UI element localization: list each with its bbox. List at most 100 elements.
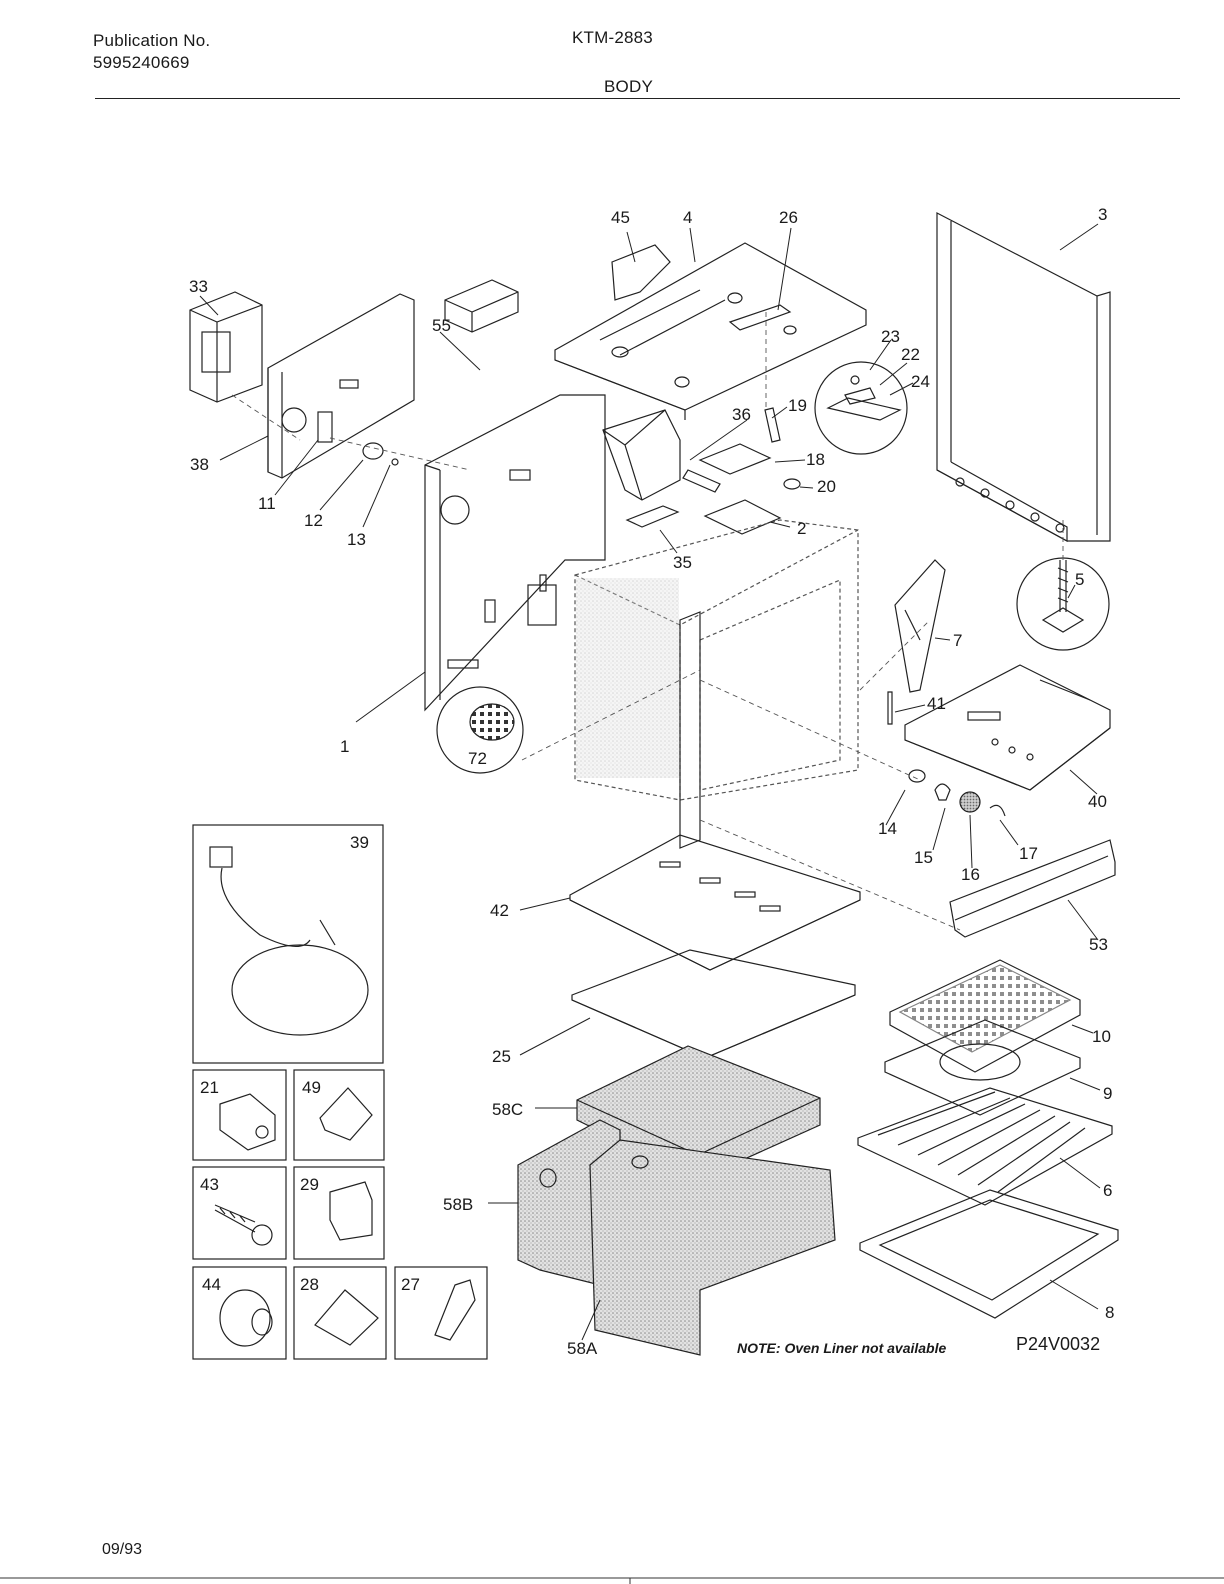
part-12-13 xyxy=(362,442,399,466)
callout-13: 13 xyxy=(347,530,366,549)
callout-20: 20 xyxy=(817,477,836,496)
part-7 xyxy=(894,559,946,693)
part-35 xyxy=(625,505,680,528)
part-lamp-assembly xyxy=(908,769,1006,817)
callout-15: 15 xyxy=(914,848,933,867)
part-21 xyxy=(219,1093,276,1151)
callout-9: 9 xyxy=(1103,1084,1112,1103)
model-number: KTM-2883 xyxy=(572,28,653,47)
callout-40: 40 xyxy=(1088,792,1107,811)
part-27 xyxy=(434,1279,476,1341)
dashed-connections xyxy=(231,312,1064,931)
callout-33: 33 xyxy=(189,277,208,296)
part-41 xyxy=(887,691,893,725)
callout-38: 38 xyxy=(190,455,209,474)
part-29 xyxy=(329,1181,373,1241)
part-back-panel xyxy=(267,293,415,479)
part-top-panel xyxy=(554,242,867,420)
callout-6: 6 xyxy=(1103,1181,1112,1200)
part-box-43 xyxy=(192,1166,287,1260)
callout-58c: 58C xyxy=(492,1100,523,1119)
callout-43: 43 xyxy=(200,1175,219,1194)
callout-18: 18 xyxy=(806,450,825,469)
callout-16: 16 xyxy=(961,865,980,884)
callout-26: 26 xyxy=(779,208,798,227)
part-box-29 xyxy=(293,1166,385,1260)
callout-3: 3 xyxy=(1098,205,1107,224)
callout-72: 72 xyxy=(468,749,487,768)
part-control-panel xyxy=(424,394,606,712)
part-switches xyxy=(682,407,801,535)
part-42 xyxy=(569,834,861,971)
callout-7: 7 xyxy=(953,631,962,650)
callout-10: 10 xyxy=(1092,1027,1111,1046)
part-9 xyxy=(884,1019,1081,1116)
part-box-39 xyxy=(192,824,384,1064)
part-28 xyxy=(314,1289,379,1346)
callout-45: 45 xyxy=(611,208,630,227)
callout-17: 17 xyxy=(1019,844,1038,863)
callout-19: 19 xyxy=(788,396,807,415)
callout-labels: 33 55 45 4 26 3 23 22 24 19 36 18 20 2 3… xyxy=(189,205,1114,1358)
part-72-detail xyxy=(436,686,524,774)
callout-23: 23 xyxy=(881,327,900,346)
part-cord-39 xyxy=(209,846,369,1036)
callout-27: 27 xyxy=(401,1275,420,1294)
callout-29: 29 xyxy=(300,1175,319,1194)
callout-49: 49 xyxy=(302,1078,321,1097)
callout-35: 35 xyxy=(673,553,692,572)
callout-24: 24 xyxy=(911,372,930,391)
part-10 xyxy=(889,959,1081,1073)
callout-22: 22 xyxy=(901,345,920,364)
part-40 xyxy=(904,664,1111,791)
callout-12: 12 xyxy=(304,511,323,530)
part-side-panel xyxy=(936,212,1111,543)
part-49 xyxy=(319,1087,373,1141)
callout-8: 8 xyxy=(1105,1303,1114,1322)
callout-25: 25 xyxy=(492,1047,511,1066)
leader-lines xyxy=(199,223,1101,1341)
part-25 xyxy=(571,949,856,1059)
drawing-code: P24V0032 xyxy=(1016,1334,1100,1354)
part-insulation-58a xyxy=(589,1139,836,1356)
callout-1: 1 xyxy=(340,737,349,756)
publication-number: 5995240669 xyxy=(93,53,190,72)
publication-label: Publication No. xyxy=(93,31,211,50)
callout-5: 5 xyxy=(1075,570,1084,589)
part-box-44 xyxy=(192,1266,287,1360)
part-thermostat-detail xyxy=(814,361,908,455)
part-6 xyxy=(857,1087,1113,1206)
header-rule xyxy=(95,98,1180,99)
callout-42: 42 xyxy=(490,901,509,920)
part-bracket-box xyxy=(189,291,263,403)
part-53 xyxy=(949,839,1116,938)
part-duct xyxy=(602,409,681,501)
part-box-49 xyxy=(293,1069,385,1161)
callout-55: 55 xyxy=(432,316,451,335)
callout-2: 2 xyxy=(797,519,806,538)
callout-58b: 58B xyxy=(443,1195,473,1214)
section-title: BODY xyxy=(604,77,653,96)
part-45 xyxy=(611,244,671,301)
callout-36: 36 xyxy=(732,405,751,424)
callout-39: 39 xyxy=(350,833,369,852)
part-front-frame xyxy=(679,611,701,849)
callout-11: 11 xyxy=(258,494,276,513)
callout-14: 14 xyxy=(878,819,897,838)
callout-4: 4 xyxy=(683,208,692,227)
part-leveler-detail xyxy=(1016,557,1110,651)
footer-date: 09/93 xyxy=(102,1541,143,1558)
part-44 xyxy=(219,1289,273,1347)
part-26 xyxy=(728,304,792,331)
callout-44: 44 xyxy=(202,1275,221,1294)
note-text: NOTE: Oven Liner not available xyxy=(737,1340,946,1356)
part-box-27 xyxy=(394,1266,488,1360)
part-43 xyxy=(214,1204,256,1233)
callout-41: 41 xyxy=(927,694,946,713)
part-8 xyxy=(859,1189,1119,1319)
callout-21: 21 xyxy=(200,1078,219,1097)
part-box-28 xyxy=(293,1266,387,1360)
callout-58a: 58A xyxy=(567,1339,598,1358)
part-55 xyxy=(444,279,519,333)
